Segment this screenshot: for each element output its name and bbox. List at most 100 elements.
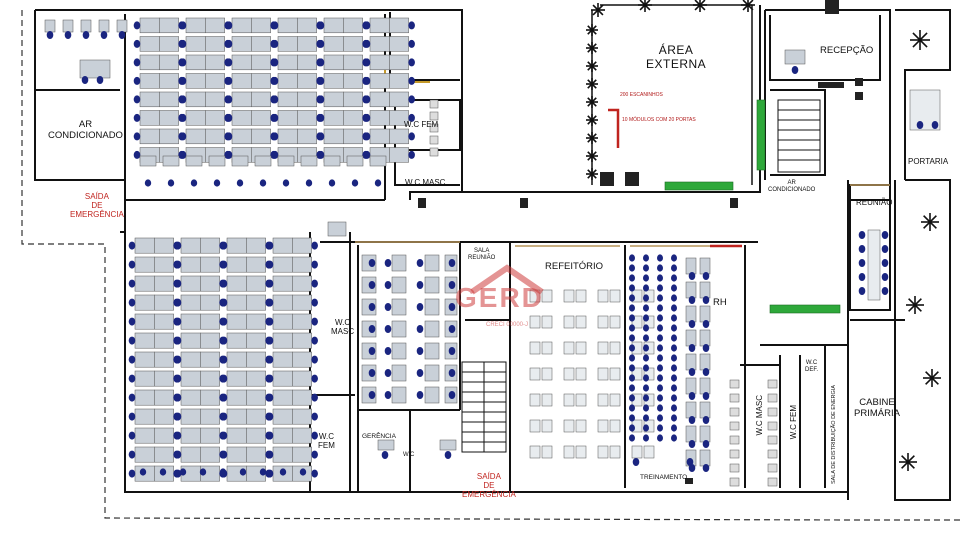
chair	[225, 58, 233, 67]
chair	[363, 113, 371, 122]
desk	[200, 294, 220, 311]
desk	[185, 36, 206, 52]
chair	[384, 259, 392, 267]
chair	[225, 113, 233, 122]
chair	[220, 317, 228, 326]
desk	[246, 427, 266, 444]
chair	[368, 347, 376, 355]
chair	[174, 412, 182, 421]
chair	[225, 76, 233, 85]
chair	[317, 150, 325, 159]
desk	[226, 351, 247, 368]
chair	[167, 179, 175, 187]
chair	[688, 392, 696, 400]
desk	[226, 408, 247, 425]
desk	[292, 332, 312, 349]
chair	[174, 355, 182, 364]
desk	[429, 147, 439, 157]
chair	[858, 231, 866, 239]
chair	[643, 364, 649, 372]
desk	[292, 294, 312, 311]
chair	[179, 150, 187, 159]
chair	[671, 314, 677, 322]
chair	[791, 66, 799, 74]
desk	[575, 367, 587, 381]
plant	[910, 30, 930, 50]
desk	[139, 110, 160, 126]
desk	[389, 91, 409, 108]
desk	[685, 257, 697, 275]
desk	[541, 445, 553, 459]
chair	[220, 260, 228, 269]
chair	[128, 469, 136, 478]
chair	[629, 324, 635, 332]
chair	[671, 434, 677, 442]
desk	[277, 17, 298, 34]
chair	[629, 394, 635, 402]
chair	[702, 344, 710, 352]
desk	[251, 54, 271, 71]
chair	[311, 317, 318, 326]
desk	[226, 256, 247, 273]
desk	[246, 370, 266, 387]
desk	[529, 445, 541, 459]
desk	[272, 332, 293, 349]
chair	[384, 347, 392, 355]
chair	[671, 344, 677, 352]
plants	[586, 0, 941, 471]
chair	[179, 95, 187, 104]
desk	[563, 419, 575, 433]
desk	[369, 91, 390, 108]
desk	[231, 110, 252, 126]
plant	[586, 168, 598, 180]
chair	[179, 58, 187, 67]
chair	[118, 31, 126, 39]
desk	[609, 419, 621, 433]
chair	[657, 314, 663, 322]
chair	[236, 179, 244, 187]
label-reuniao: REUNIÃO	[856, 198, 893, 207]
desk	[231, 17, 252, 34]
desk	[389, 54, 409, 71]
desk	[116, 19, 128, 33]
fixture	[730, 198, 738, 208]
fixture	[825, 0, 839, 14]
chair	[174, 336, 182, 345]
desk	[541, 367, 553, 381]
desk	[159, 73, 179, 89]
chair	[643, 274, 649, 282]
desk	[292, 446, 312, 463]
label-ar-condicionado: AR CONDICIONADO	[48, 119, 123, 141]
label-wc-masc-top: W.C MASC	[405, 178, 446, 187]
chair	[266, 317, 274, 326]
desk	[205, 110, 225, 126]
chair	[266, 241, 274, 250]
desk	[699, 377, 711, 395]
chair	[702, 296, 710, 304]
desk	[139, 91, 160, 108]
desk	[292, 408, 312, 425]
chair	[363, 150, 371, 159]
chair	[128, 279, 136, 288]
chair	[133, 132, 141, 141]
desk	[609, 367, 621, 381]
chair	[279, 468, 287, 476]
chair	[311, 336, 318, 345]
chair	[384, 325, 392, 333]
desk	[185, 54, 206, 71]
desk	[180, 294, 201, 311]
chair	[179, 132, 187, 141]
fixture-marks	[418, 0, 863, 484]
desk	[391, 254, 407, 272]
label-escaninhos-1: 200 ESCANINHOS	[620, 92, 663, 98]
desk	[205, 91, 225, 108]
chair	[671, 394, 677, 402]
desk	[277, 73, 298, 89]
desk	[205, 128, 225, 145]
desk	[154, 313, 174, 330]
desk	[429, 123, 439, 133]
chair	[448, 281, 456, 289]
label-wc-small: W.C	[403, 452, 415, 458]
chair	[688, 368, 696, 376]
desk	[297, 17, 317, 34]
